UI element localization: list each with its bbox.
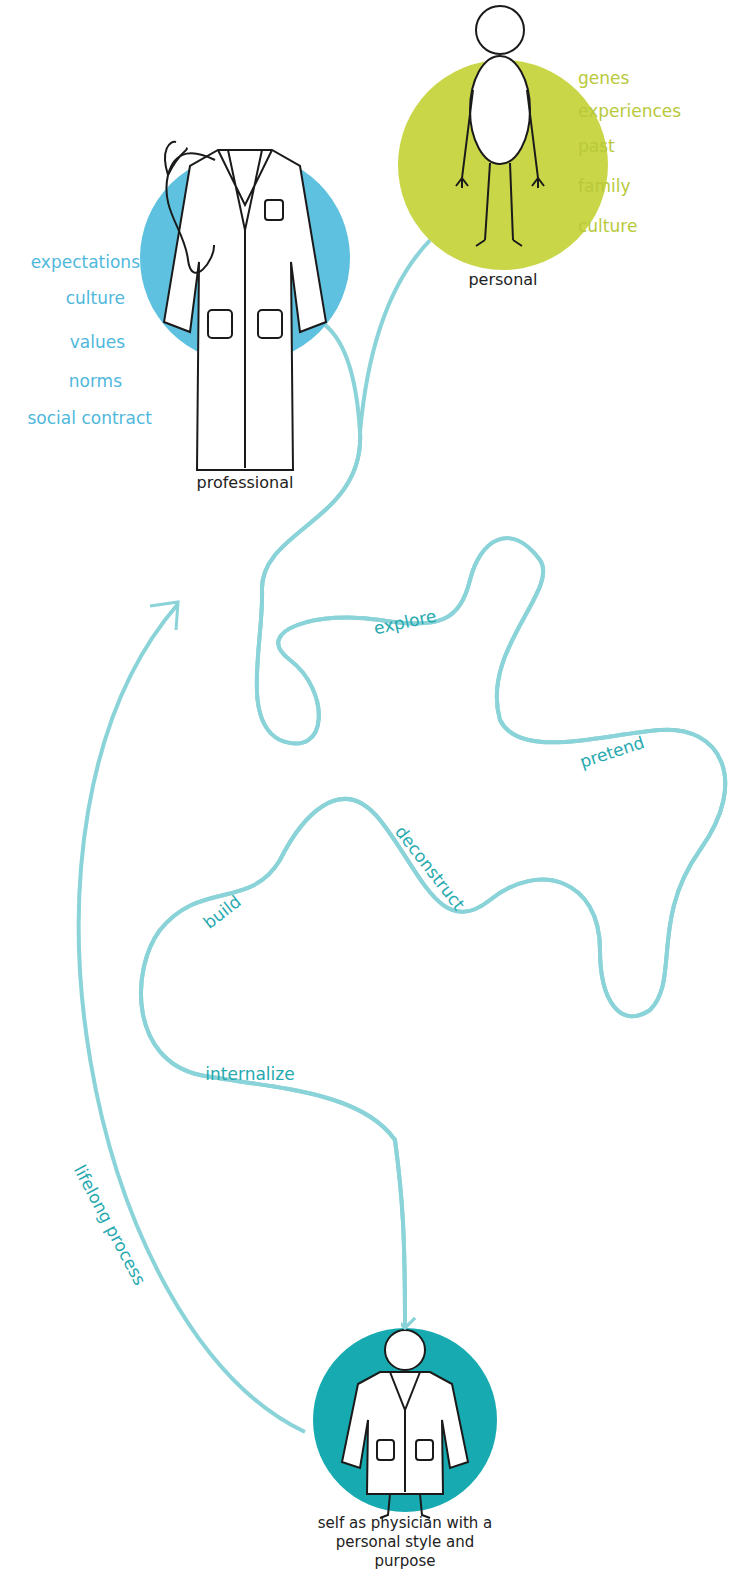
- circle-fill: [140, 153, 350, 363]
- attribute-label: culture: [66, 288, 125, 308]
- node-caption: self as physician with a personal style …: [307, 1514, 503, 1571]
- attribute-label: culture: [578, 216, 637, 236]
- process-step-label: deconstruct: [391, 822, 469, 914]
- attribute-label: experiences: [578, 101, 681, 121]
- node-caption: professional: [145, 473, 345, 493]
- process-step-label: internalize: [205, 1064, 294, 1084]
- circle-fill: [398, 60, 608, 270]
- attribute-label: family: [578, 176, 630, 196]
- process-step-label: build: [199, 891, 244, 933]
- attribute-label: norms: [69, 371, 122, 391]
- attribute-label: social contract: [28, 408, 152, 428]
- development-path: [141, 325, 725, 1328]
- attribute-label: past: [578, 136, 615, 156]
- attribute-label: expectations: [31, 252, 140, 272]
- attribute-label: genes: [578, 68, 629, 88]
- lifelong-arc: [79, 604, 305, 1432]
- lifelong-arrowhead: [150, 602, 178, 630]
- lab-coat: [164, 142, 326, 470]
- development-path: [141, 240, 725, 1328]
- node-caption: personal: [403, 270, 603, 290]
- attribute-label: values: [70, 332, 125, 352]
- process-step-label: explore: [372, 606, 438, 639]
- circle-fill: [313, 1328, 497, 1512]
